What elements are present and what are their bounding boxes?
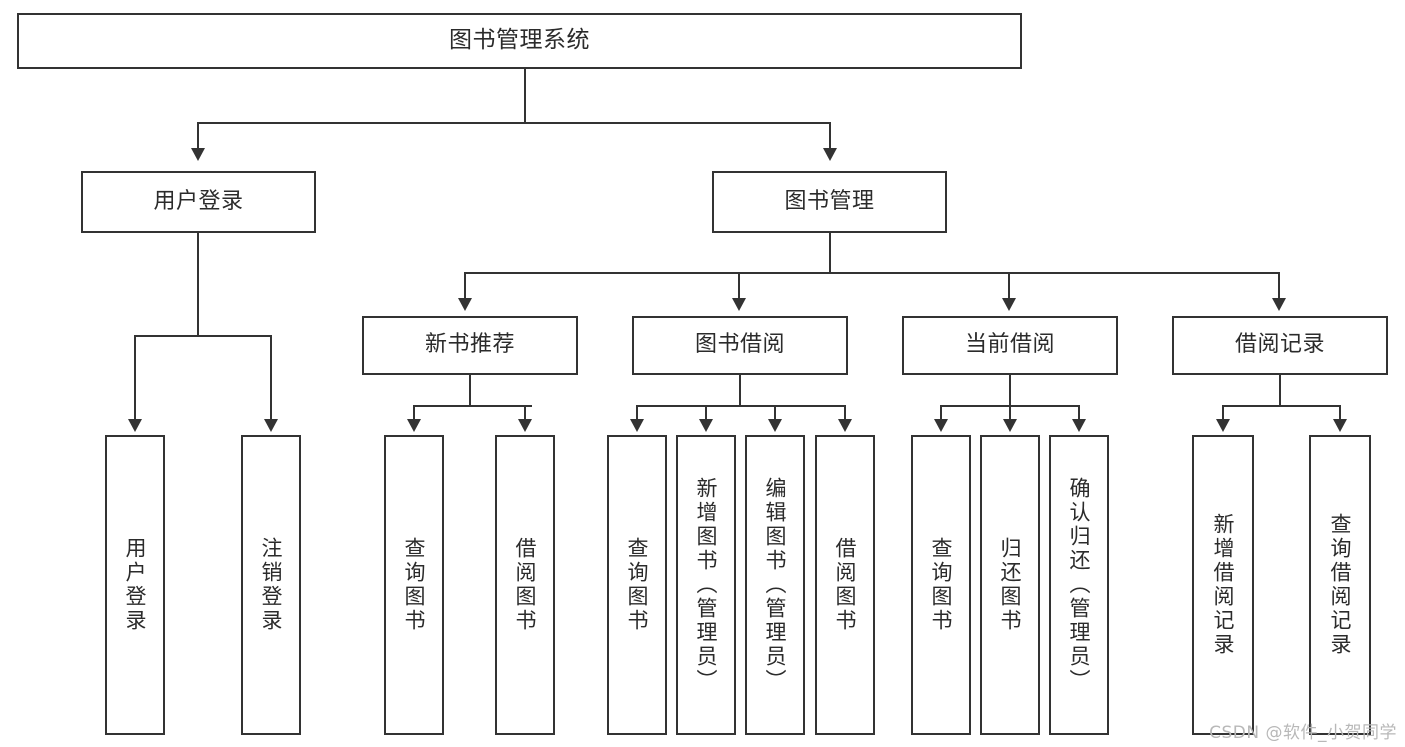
node-label: 当前借阅 <box>964 332 1055 358</box>
node-current-borrow[interactable]: 当前借阅 <box>902 316 1118 375</box>
connector-current-borrow-to-leaf-2 <box>1009 405 1011 421</box>
arrow-root-to-user-login <box>191 148 205 161</box>
node-label: 借阅记录 <box>1234 332 1325 358</box>
arrow-new-book-rec-to-leaf-1 <box>407 419 421 432</box>
node-label: 图书借阅 <box>694 332 785 358</box>
connector-book-manage-to-new-book-rec <box>464 272 466 300</box>
node-book-manage[interactable]: 图书管理 <box>712 171 947 233</box>
connector-borrow-record-stem <box>1279 375 1281 406</box>
node-book-borrow[interactable]: 图书借阅 <box>632 316 848 375</box>
node-label: 用户登录 <box>153 188 244 214</box>
node-label: 新增借阅记录 <box>1211 513 1236 657</box>
connector-current-borrow-to-leaf-3 <box>1078 405 1080 421</box>
connector-borrow-record-bus <box>1222 405 1341 407</box>
connector-user-login-stem <box>197 233 199 336</box>
connector-user-login-to-leaf-1 <box>134 335 136 421</box>
csdn-watermark: CSDN @软件_小贺同学 <box>1209 723 1397 743</box>
node-label: 新书推荐 <box>424 332 515 358</box>
connector-book-manage-to-current-borrow <box>1008 272 1010 300</box>
connector-new-book-rec-to-leaf-2 <box>524 405 526 421</box>
arrow-book-borrow-to-leaf-2 <box>699 419 713 432</box>
node-root-system[interactable]: 图书管理系统 <box>17 13 1022 69</box>
node-label: 新增图书（管理员） <box>694 477 719 693</box>
node-leaf-add-record[interactable]: 新增借阅记录 <box>1192 435 1254 735</box>
connector-book-manage-to-borrow-record <box>1278 272 1280 300</box>
node-leaf-query-book-3[interactable]: 查询图书 <box>911 435 971 735</box>
node-leaf-return-book[interactable]: 归还图书 <box>980 435 1040 735</box>
connector-book-borrow-stem <box>739 375 741 406</box>
arrow-root-to-book-manage <box>823 148 837 161</box>
connector-new-book-rec-bus <box>413 405 532 407</box>
connector-user-login-bus <box>134 335 271 337</box>
arrow-book-borrow-to-leaf-4 <box>838 419 852 432</box>
node-label: 归还图书 <box>998 537 1023 633</box>
connector-book-manage-stem <box>829 233 831 273</box>
arrow-book-manage-to-current-borrow <box>1002 298 1016 311</box>
arrow-book-borrow-to-leaf-3 <box>768 419 782 432</box>
arrow-current-borrow-to-leaf-1 <box>934 419 948 432</box>
connector-borrow-record-to-leaf-2 <box>1339 405 1341 421</box>
connector-current-borrow-to-leaf-1 <box>940 405 942 421</box>
node-label: 查询借阅记录 <box>1328 513 1353 657</box>
node-leaf-query-book-1[interactable]: 查询图书 <box>384 435 444 735</box>
node-label: 用户登录 <box>123 537 148 633</box>
node-new-book-rec[interactable]: 新书推荐 <box>362 316 578 375</box>
node-user-login[interactable]: 用户登录 <box>81 171 316 233</box>
node-label: 图书管理系统 <box>449 27 590 54</box>
node-leaf-query-record[interactable]: 查询借阅记录 <box>1309 435 1371 735</box>
arrow-current-borrow-to-leaf-2 <box>1003 419 1017 432</box>
connector-current-borrow-stem <box>1009 375 1011 406</box>
arrow-book-manage-to-book-borrow <box>732 298 746 311</box>
connector-user-login-to-leaf-2 <box>270 335 272 421</box>
arrow-user-login-to-leaf-2 <box>264 419 278 432</box>
node-label: 借阅图书 <box>513 537 538 633</box>
connector-root-to-book-manage <box>829 122 831 150</box>
arrow-user-login-to-leaf-1 <box>128 419 142 432</box>
arrow-borrow-record-to-leaf-1 <box>1216 419 1230 432</box>
node-leaf-user-login[interactable]: 用户登录 <box>105 435 165 735</box>
connector-root-bus <box>197 122 831 124</box>
node-leaf-logout[interactable]: 注销登录 <box>241 435 301 735</box>
connector-book-manage-bus <box>464 272 1280 274</box>
node-label: 查询图书 <box>929 537 954 633</box>
connector-book-borrow-to-leaf-3 <box>774 405 776 421</box>
node-label: 查询图书 <box>625 537 650 633</box>
node-leaf-edit-book[interactable]: 编辑图书（管理员） <box>745 435 805 735</box>
arrow-current-borrow-to-leaf-3 <box>1072 419 1086 432</box>
node-label: 借阅图书 <box>833 537 858 633</box>
node-label: 查询图书 <box>402 537 427 633</box>
connector-new-book-rec-stem <box>469 375 471 406</box>
node-borrow-record[interactable]: 借阅记录 <box>1172 316 1388 375</box>
node-leaf-borrow-book-2[interactable]: 借阅图书 <box>815 435 875 735</box>
connector-book-manage-to-book-borrow <box>738 272 740 300</box>
node-leaf-add-book[interactable]: 新增图书（管理员） <box>676 435 736 735</box>
arrow-book-borrow-to-leaf-1 <box>630 419 644 432</box>
arrow-book-manage-to-new-book-rec <box>458 298 472 311</box>
node-leaf-query-book-2[interactable]: 查询图书 <box>607 435 667 735</box>
connector-new-book-rec-to-leaf-1 <box>413 405 415 421</box>
connector-borrow-record-to-leaf-1 <box>1222 405 1224 421</box>
node-label: 注销登录 <box>259 537 284 633</box>
arrow-borrow-record-to-leaf-2 <box>1333 419 1347 432</box>
node-label: 确认归还（管理员） <box>1067 477 1092 693</box>
node-label: 编辑图书（管理员） <box>763 477 788 693</box>
node-leaf-confirm-return[interactable]: 确认归还（管理员） <box>1049 435 1109 735</box>
node-leaf-borrow-book-1[interactable]: 借阅图书 <box>495 435 555 735</box>
node-label: 图书管理 <box>784 188 875 214</box>
connector-root-stem <box>524 69 526 123</box>
connector-root-to-user-login <box>197 122 199 150</box>
arrow-book-manage-to-borrow-record <box>1272 298 1286 311</box>
connector-book-borrow-bus <box>636 405 846 407</box>
connector-book-borrow-to-leaf-1 <box>636 405 638 421</box>
connector-book-borrow-to-leaf-4 <box>844 405 846 421</box>
arrow-new-book-rec-to-leaf-2 <box>518 419 532 432</box>
connector-book-borrow-to-leaf-2 <box>705 405 707 421</box>
